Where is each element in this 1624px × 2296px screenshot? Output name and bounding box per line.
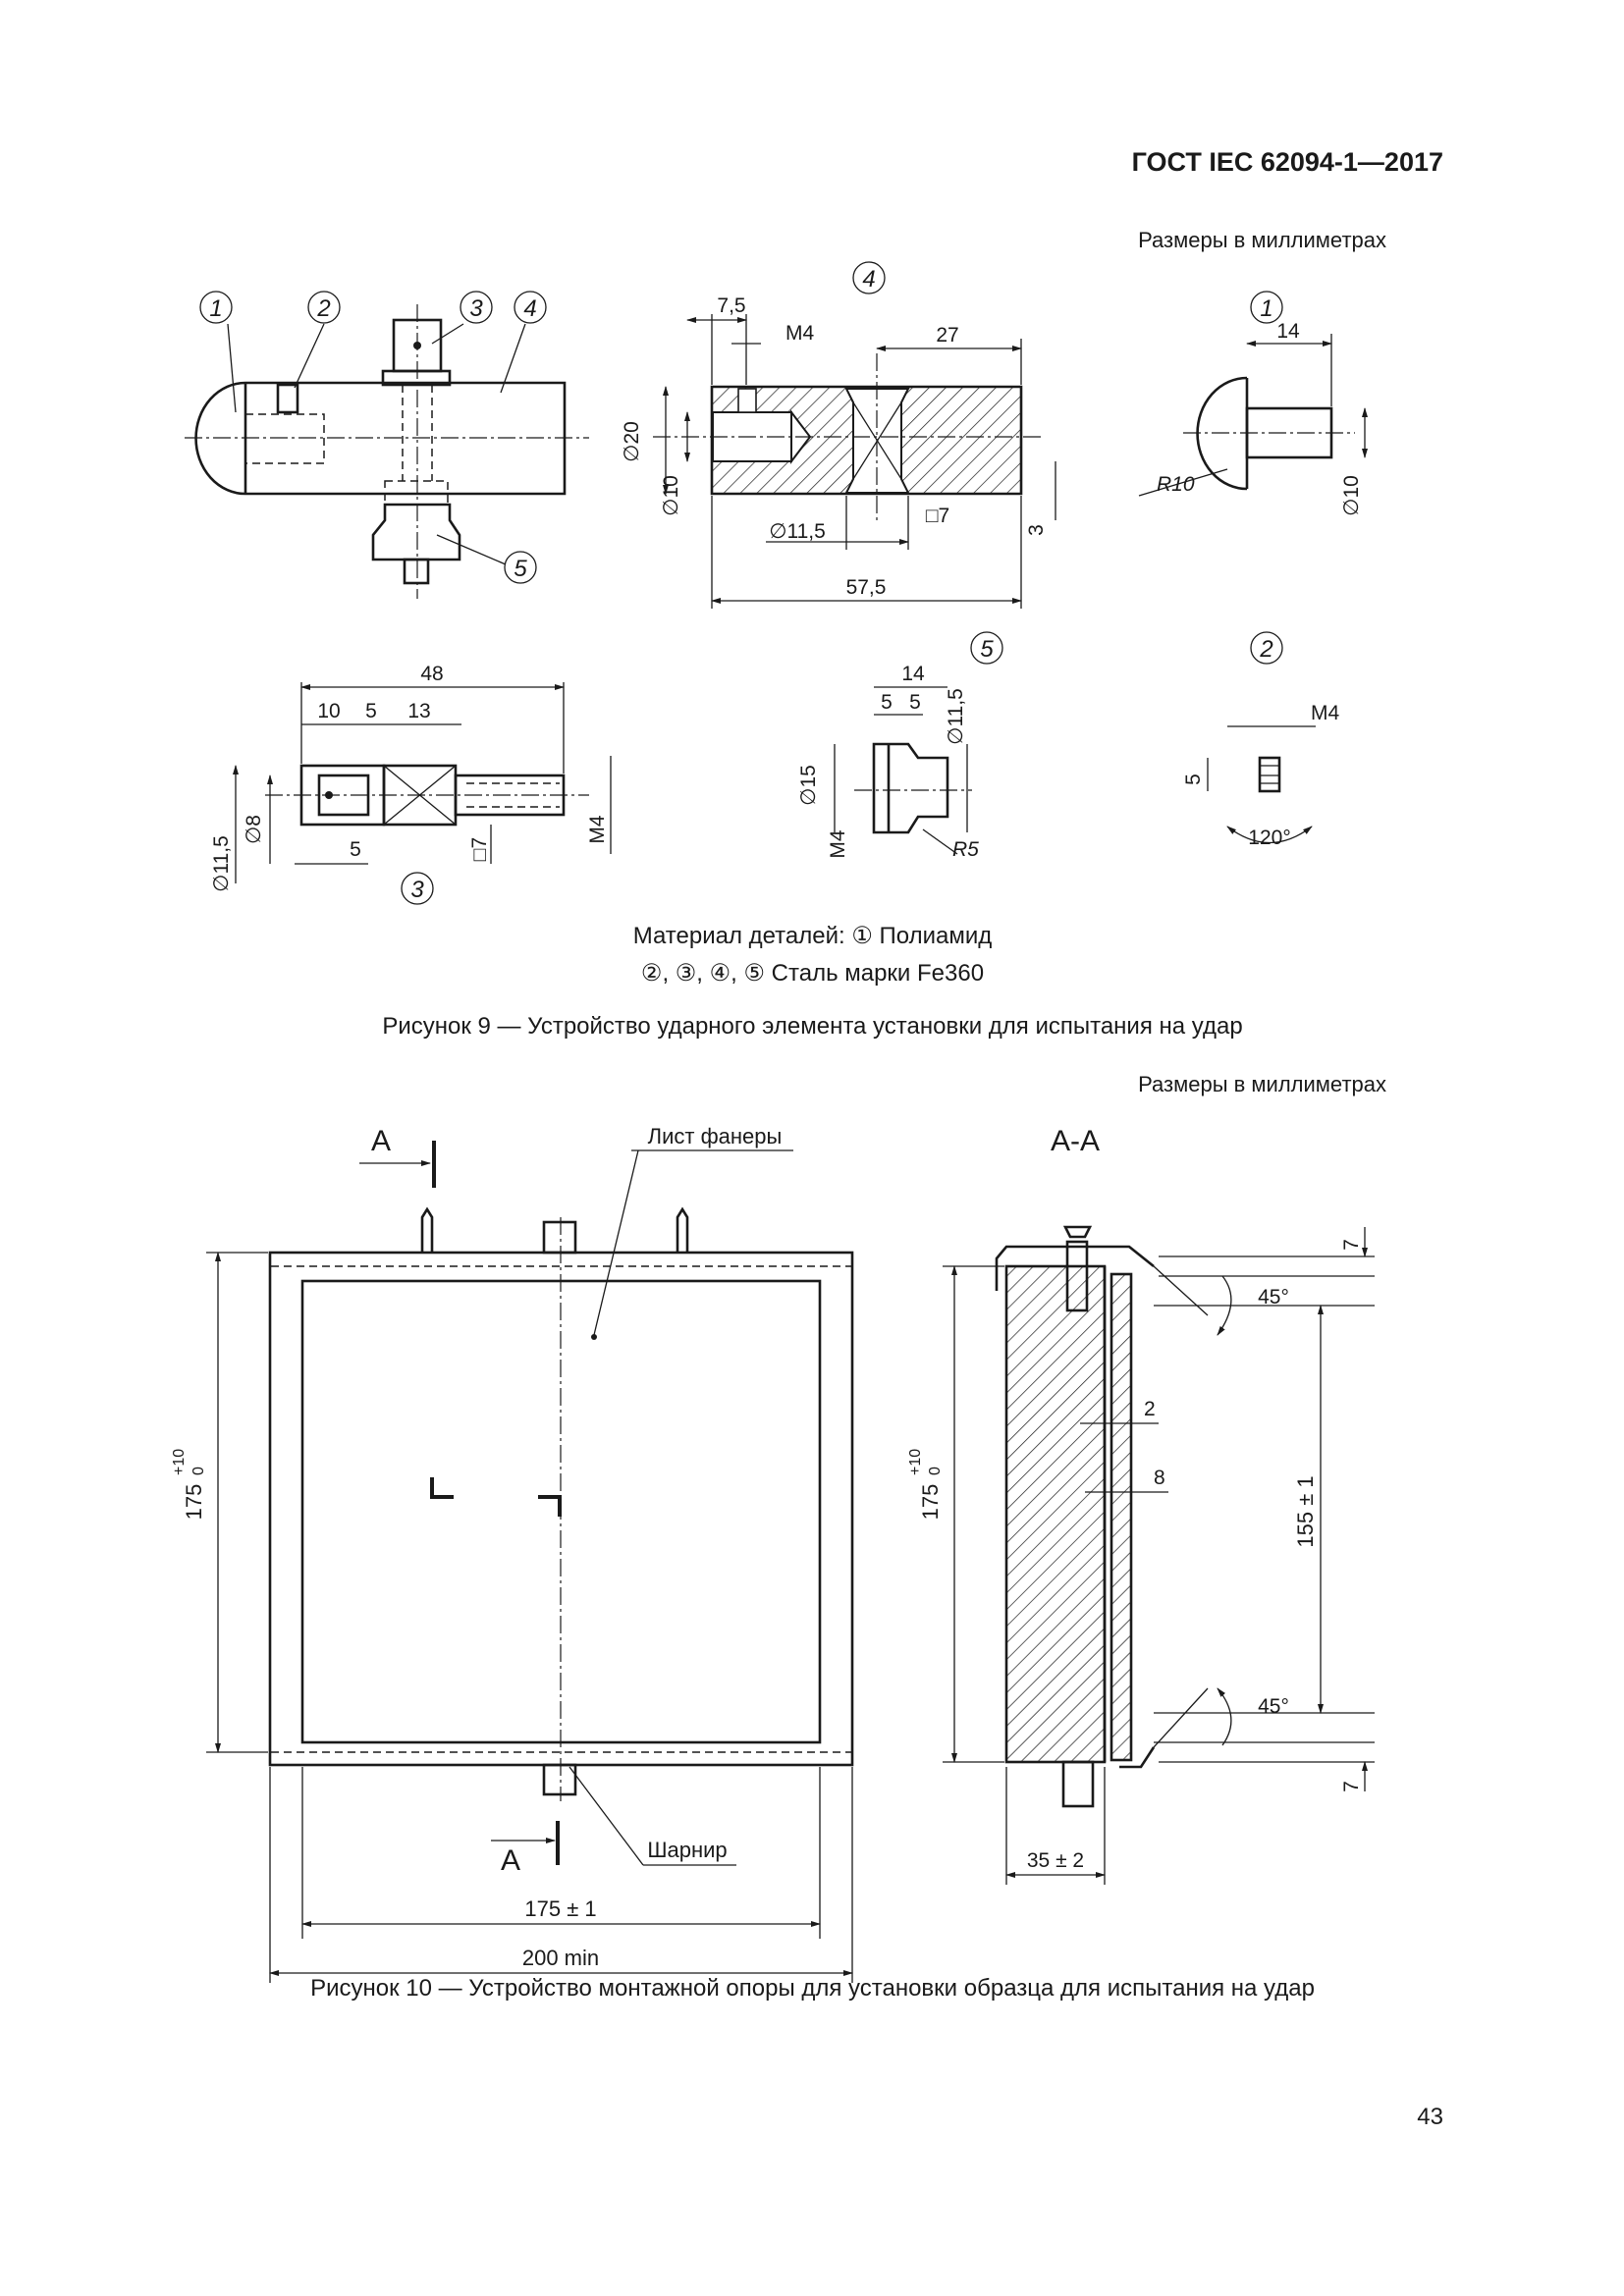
part-5-dim-14: 14 bbox=[901, 663, 925, 685]
part-4-section: 4 7,5 M4 27 ∅20 ∅10 ∅11, bbox=[621, 261, 1056, 609]
svg-text:0: 0 bbox=[190, 1467, 207, 1475]
figure-9-caption: Рисунок 9 — Устройство ударного элемента… bbox=[382, 1013, 1243, 1040]
hinge-bottom bbox=[542, 1763, 577, 1796]
part-5-callout: 5 bbox=[980, 636, 994, 663]
svg-text:+10: +10 bbox=[171, 1449, 188, 1475]
dim-57-5: 57,5 bbox=[846, 576, 887, 599]
callout-2: 2 bbox=[316, 295, 330, 322]
dim-outer-width: 200 min bbox=[522, 1946, 599, 1970]
impact-element-body bbox=[194, 381, 567, 496]
wing-screw-left bbox=[420, 1206, 434, 1253]
dim-bottom-offset: 7 bbox=[1340, 1781, 1363, 1792]
part-3-dim-sq7: □7 bbox=[468, 837, 491, 861]
dim-thickness: 8 bbox=[1154, 1467, 1165, 1489]
part-3-dim-d8: ∅8 bbox=[243, 815, 265, 844]
units-note-figure-9: Размеры в миллиметрах bbox=[1138, 228, 1386, 252]
part-3-dim-13: 13 bbox=[407, 700, 430, 722]
part-5-dim-5b: 5 bbox=[909, 691, 921, 714]
dim-d20: ∅20 bbox=[621, 421, 643, 462]
part-2-dim-m4: M4 bbox=[1311, 702, 1339, 724]
part-2-dim-5: 5 bbox=[1182, 774, 1205, 785]
part-5-nut bbox=[371, 503, 461, 561]
dim-d11-5: ∅11,5 bbox=[769, 520, 826, 543]
dim-m4: M4 bbox=[785, 322, 814, 345]
dim-height-front: 175 +10 0 bbox=[171, 1449, 207, 1521]
dim-angle-top: 45° bbox=[1258, 1286, 1289, 1308]
part-1-dim-d10: ∅10 bbox=[1340, 475, 1363, 516]
section-mark-top: A bbox=[371, 1125, 391, 1157]
section-mark-bottom: A bbox=[501, 1844, 520, 1877]
section-a-a-view: A-A 175 +10 0 bbox=[907, 1125, 1375, 1885]
svg-text:0: 0 bbox=[927, 1467, 944, 1475]
dim-gap: 2 bbox=[1144, 1398, 1156, 1420]
label-plywood-sheet: Лист фанеры bbox=[648, 1124, 783, 1148]
units-note-figure-10: Размеры в миллиметрах bbox=[1138, 1072, 1386, 1096]
part-3-dim-5a: 5 bbox=[365, 700, 377, 722]
part-5-dim-d11-5: ∅11,5 bbox=[945, 688, 967, 745]
part-3-dim-m4: M4 bbox=[586, 815, 609, 843]
part-5-dim-m4: M4 bbox=[827, 829, 849, 858]
part-3-dim-48: 48 bbox=[420, 663, 443, 685]
part-2-callout: 2 bbox=[1259, 636, 1272, 663]
part-3-callout: 3 bbox=[410, 877, 424, 903]
dim-inner-width: 175 ± 1 bbox=[524, 1896, 596, 1921]
set-screw-part-2 bbox=[276, 383, 299, 414]
dim-sq7: □7 bbox=[926, 505, 949, 527]
part-2-dim-120: 120° bbox=[1248, 827, 1290, 849]
part-3-dim-5b: 5 bbox=[350, 838, 361, 861]
dim-7-5: 7,5 bbox=[717, 294, 745, 317]
material-line-2: ②, ③, ④, ⑤ Сталь марки Fe360 bbox=[640, 960, 985, 987]
label-hinge: Шарнир bbox=[647, 1838, 727, 1862]
wing-screw-right bbox=[676, 1206, 689, 1253]
dim-d10: ∅10 bbox=[660, 475, 682, 516]
part-3-view: 3 48 10 5 13 ∅11,5 ∅8 5 □7 bbox=[210, 663, 612, 905]
assembly-view: 1 2 3 4 5 bbox=[185, 291, 589, 599]
part-5-dim-d15: ∅15 bbox=[797, 765, 820, 806]
section-title: A-A bbox=[1051, 1125, 1100, 1157]
part-5-dim-5a: 5 bbox=[881, 691, 893, 714]
part-3-dim-d11-5: ∅11,5 bbox=[210, 835, 233, 892]
dim-top-offset: 7 bbox=[1340, 1239, 1363, 1251]
callout-4: 4 bbox=[523, 295, 536, 322]
mounting-support-front-view: A A Лист фанеры Шарнир bbox=[171, 1124, 854, 1983]
callout-5: 5 bbox=[514, 556, 527, 582]
dim-inner-height: 155 ± 1 bbox=[1293, 1475, 1318, 1547]
part-5-view: 5 14 5 5 ∅11,5 ∅15 M4 R5 bbox=[797, 631, 1003, 861]
part-2-view: 2 M4 5 120° bbox=[1182, 631, 1339, 849]
hinge-top bbox=[542, 1220, 577, 1255]
dim-height-section: 175 +10 0 bbox=[907, 1449, 944, 1521]
dim-3: 3 bbox=[1025, 524, 1048, 536]
callout-3: 3 bbox=[469, 295, 483, 322]
part-1-dim-14: 14 bbox=[1276, 320, 1300, 343]
part-1-callout: 1 bbox=[1260, 295, 1272, 322]
dim-angle-bottom: 45° bbox=[1258, 1695, 1289, 1718]
wing-nut bbox=[1062, 1225, 1093, 1239]
part-5-dim-r5: R5 bbox=[952, 838, 979, 861]
section-block bbox=[1004, 1264, 1107, 1764]
figure-10-caption: Рисунок 10 — Устройство монтажной опоры … bbox=[310, 1975, 1315, 2002]
part-1-view: 1 14 R10 ∅10 bbox=[1138, 291, 1368, 516]
material-note: Материал деталей: ① Полиамид ②, ③, ④, ⑤ … bbox=[393, 918, 1232, 992]
dim-27: 27 bbox=[936, 324, 958, 347]
svg-text:+10: +10 bbox=[907, 1449, 924, 1475]
dim-depth: 35 ± 2 bbox=[1027, 1849, 1084, 1872]
material-line-1: Материал деталей: ① Полиамид bbox=[632, 923, 993, 949]
standard-header: ГОСТ IEC 62094-1—2017 bbox=[1131, 147, 1443, 177]
part-1-dim-r10: R10 bbox=[1157, 473, 1195, 496]
page-number: 43 bbox=[1417, 2104, 1443, 2130]
part-3-dim-10: 10 bbox=[317, 700, 340, 722]
hinge-pin bbox=[1061, 1760, 1095, 1808]
svg-text:175: 175 bbox=[918, 1484, 943, 1521]
svg-text:175: 175 bbox=[182, 1484, 206, 1521]
part-4-callout: 4 bbox=[862, 266, 875, 293]
callout-1: 1 bbox=[209, 295, 222, 322]
